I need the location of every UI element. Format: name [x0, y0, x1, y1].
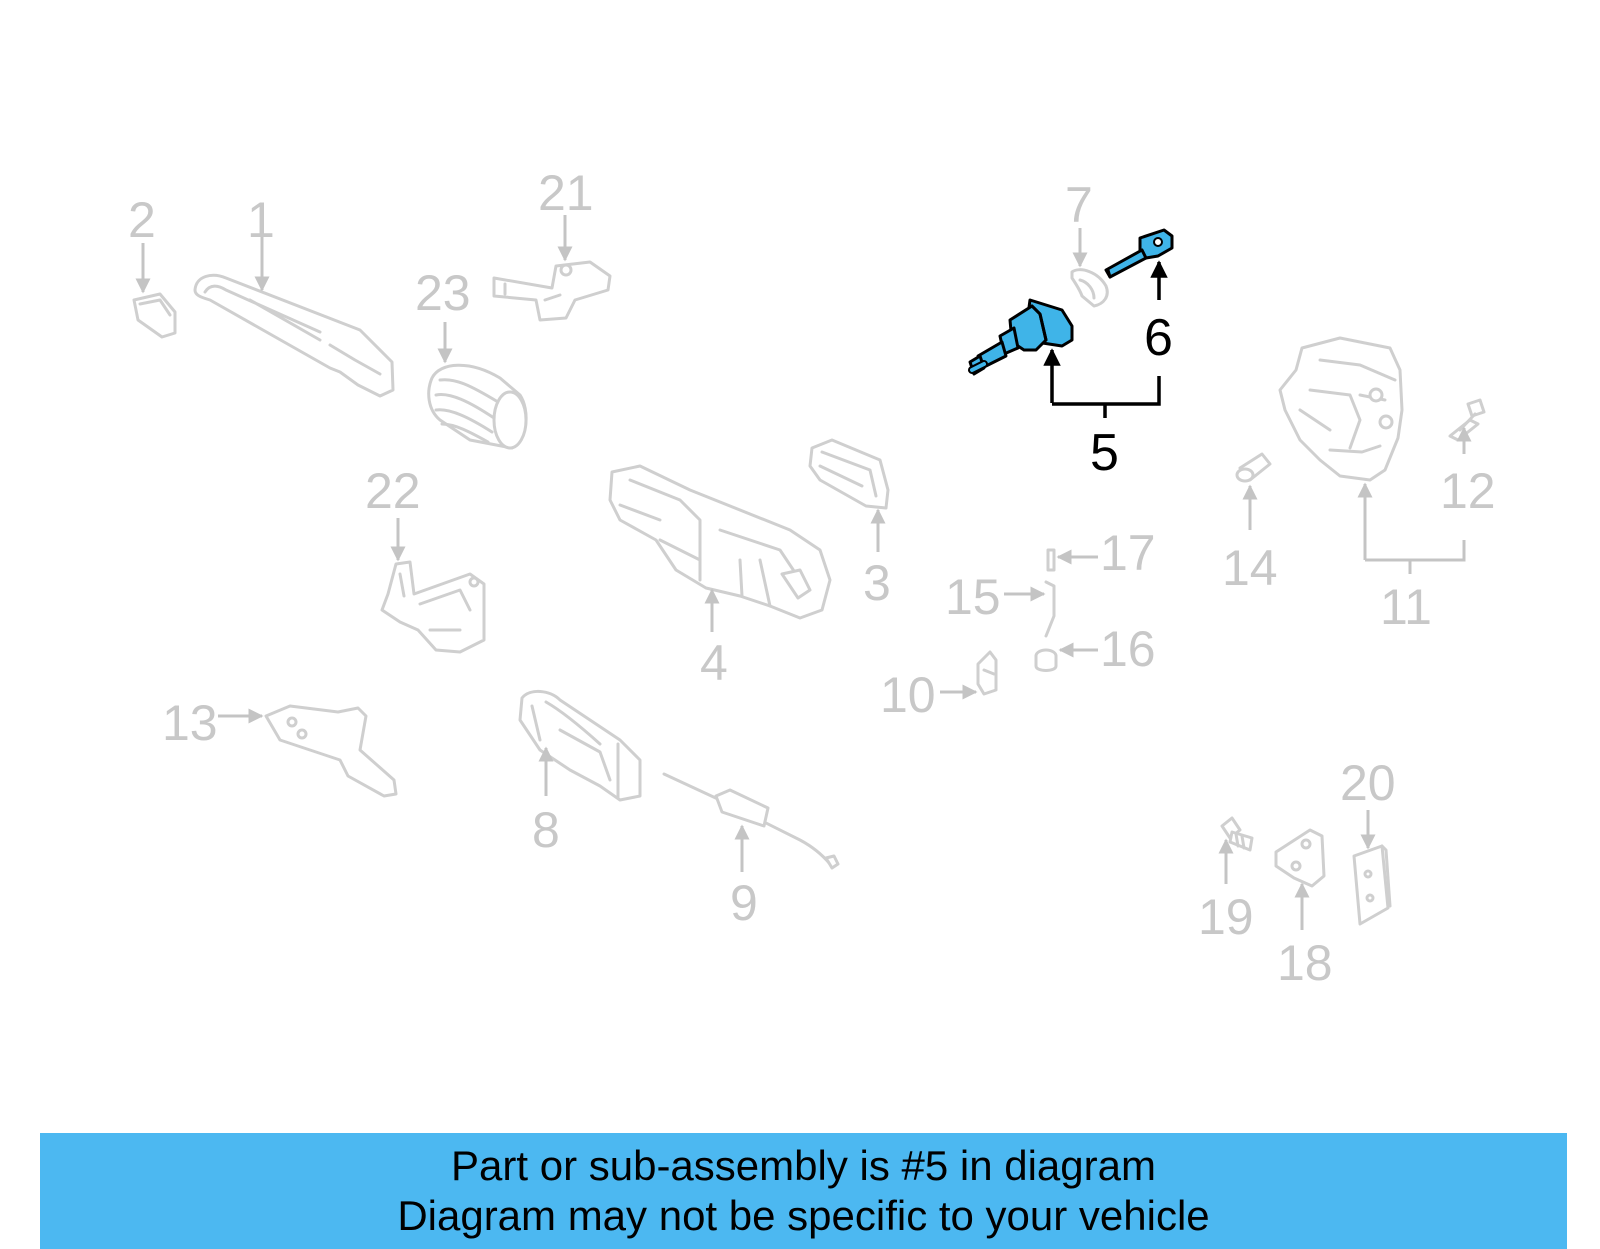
callout-7: 7: [1065, 177, 1093, 233]
part-20: 20: [1340, 755, 1396, 926]
part-9: 9: [662, 772, 840, 931]
banner-line-2: Diagram may not be specific to your vehi…: [397, 1192, 1210, 1239]
part-19: 19: [1198, 816, 1254, 945]
part-17: 17: [1046, 525, 1156, 581]
callout-17: 17: [1100, 525, 1156, 581]
callout-10: 10: [880, 667, 936, 723]
callout-8: 8: [532, 802, 560, 858]
part-6: 6: [1104, 228, 1174, 367]
part-15: 15: [945, 569, 1056, 638]
part-2: 2: [128, 192, 177, 339]
callout-23: 23: [415, 265, 471, 321]
callout-5: 5: [1090, 424, 1119, 482]
part-22: 22: [365, 463, 486, 654]
callout-16: 16: [1100, 621, 1156, 677]
callout-3: 3: [863, 555, 891, 611]
callout-11: 11: [1380, 579, 1432, 635]
callout-4: 4: [700, 635, 728, 691]
banner-line-1: Part or sub-assembly is #5 in diagram: [451, 1142, 1156, 1189]
part-18: 18: [1274, 828, 1333, 991]
callout-19: 19: [1198, 889, 1254, 945]
callout-21: 21: [538, 165, 594, 221]
part-16: 16: [1034, 621, 1156, 677]
callout-13: 13: [162, 695, 218, 751]
part-11: 11: [1278, 336, 1466, 635]
callout-2: 2: [128, 192, 156, 248]
part-8: 8: [518, 690, 642, 858]
part-5: 5: [968, 298, 1161, 482]
part-12: 12: [1440, 398, 1496, 519]
part-23: 23: [415, 265, 528, 450]
part-13: 13: [162, 695, 398, 798]
part-7: 7: [1065, 177, 1109, 308]
callout-1: 1: [247, 192, 275, 248]
part-4: 4: [608, 464, 832, 691]
info-banner: Part or sub-assembly is #5 in diagram Di…: [40, 1133, 1567, 1249]
callout-6: 6: [1144, 309, 1173, 367]
part-14: 14: [1222, 452, 1278, 596]
callout-12: 12: [1440, 463, 1496, 519]
callout-20: 20: [1340, 755, 1396, 811]
callout-15: 15: [945, 569, 1001, 625]
callout-9: 9: [730, 875, 758, 931]
part-3: 3: [808, 438, 891, 611]
callout-22: 22: [365, 463, 421, 519]
callout-18: 18: [1277, 935, 1333, 991]
part-10: 10: [880, 650, 998, 723]
callout-14: 14: [1222, 540, 1278, 596]
part-1: 1: [193, 192, 395, 398]
part-21: 21: [492, 165, 612, 322]
